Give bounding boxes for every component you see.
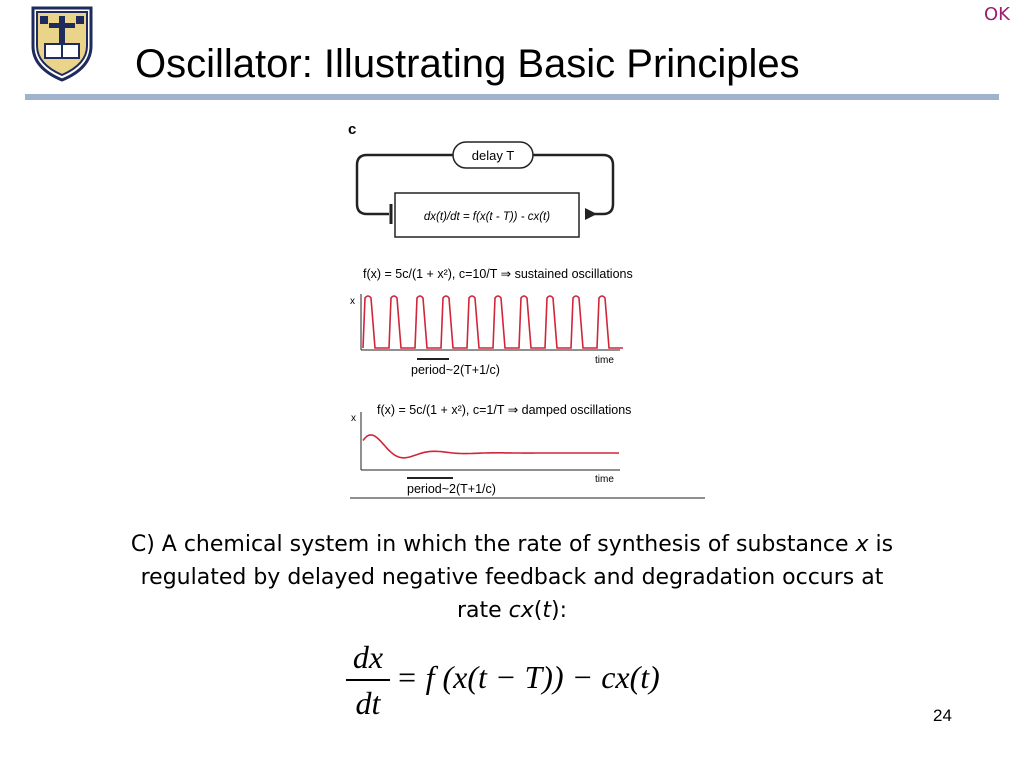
- top-panel-x-label: time: [595, 355, 614, 366]
- bottom-panel-equation: f(x) = 5c/(1 + x²), c=1/T ⇒ damped oscil…: [377, 403, 631, 417]
- caption-part3: (: [533, 598, 543, 623]
- panel-letter: c: [348, 121, 356, 138]
- equation-fraction: dx dt: [346, 638, 390, 722]
- delay-box: [452, 141, 534, 169]
- equation-numerator: dx: [352, 639, 384, 675]
- delay-differential-equation: dx dt = f (x(t − T)) − cx(t): [340, 638, 710, 728]
- caption-part2: is regulated by delayed negative feedbac…: [140, 532, 894, 623]
- page-number: 24: [933, 706, 952, 725]
- bottom-panel-y-label: x: [351, 413, 356, 424]
- equation-rhs: = f (x(t − T)) − cx(t): [396, 659, 660, 695]
- corner-label: OK: [984, 4, 1010, 25]
- caption-var-t: t: [542, 598, 552, 623]
- top-panel-y-label: x: [350, 296, 355, 307]
- delay-label: delay T: [472, 148, 514, 163]
- bottom-panel-x-label: time: [595, 474, 614, 485]
- caption-var-x: x: [855, 532, 869, 557]
- caption-part4: ):: [551, 598, 568, 623]
- top-period-label: period~2(T+1/c): [411, 363, 500, 377]
- equation-box: [394, 192, 580, 238]
- damped-oscillation-trace: [362, 434, 619, 459]
- caption-var-cx: cx: [508, 598, 534, 623]
- caption-part1: C) A chemical system in which the rate o…: [130, 532, 856, 557]
- sustained-oscillation-trace: [362, 295, 623, 349]
- title-divider: [25, 94, 999, 100]
- fraction-bar: [346, 679, 390, 681]
- feedback-loop: [355, 153, 615, 216]
- diagram-equation: dx(t)/dt = f(x(t - T)) - cx(t): [424, 211, 550, 223]
- oscillator-figure: c delay T dx(t)/dt = f(x(t - T)) - cx(t)…: [348, 121, 705, 499]
- bottom-period-label: period~2(T+1/c): [407, 482, 496, 496]
- university-shield-logo: [31, 6, 93, 82]
- arrowhead: [585, 208, 597, 220]
- top-panel-equation: f(x) = 5c/(1 + x²), c=10/T ⇒ sustained o…: [363, 267, 633, 281]
- slide-title: Oscillator: Illustrating Basic Principle…: [135, 42, 800, 86]
- caption: C) A chemical system in which the rate o…: [120, 528, 904, 627]
- equation-denominator: dt: [355, 685, 381, 721]
